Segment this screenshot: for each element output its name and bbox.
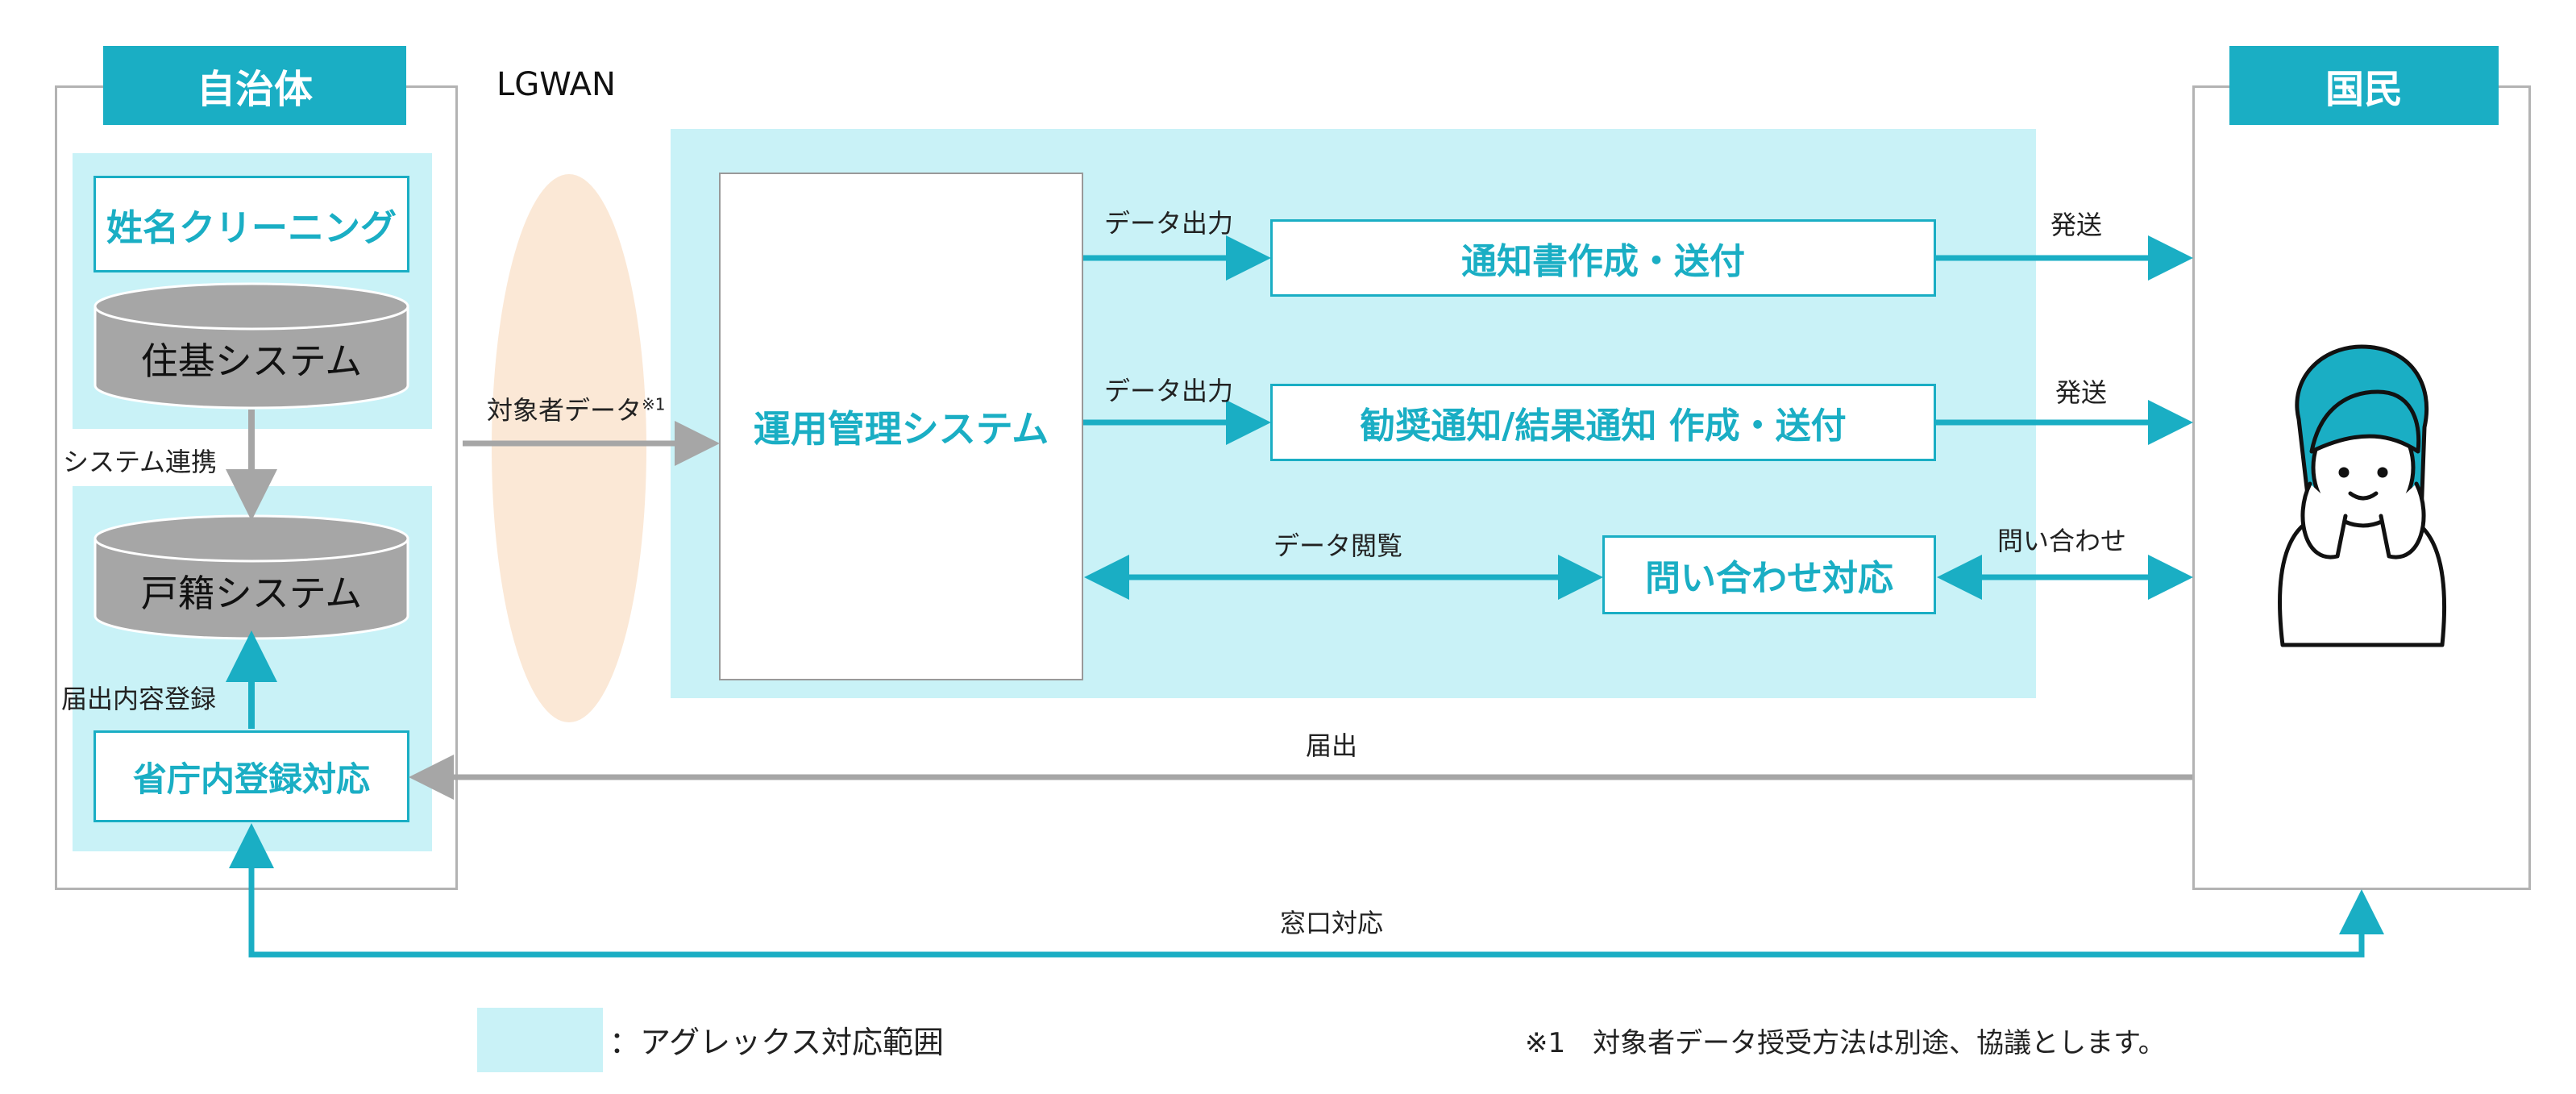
- legend-footnote: ※1 対象者データ授受方法は別途、協議とします。: [1525, 1027, 2166, 1059]
- operations-system-box: 運用管理システム: [719, 173, 1083, 680]
- notification-register-label: 届出内容登録: [61, 684, 217, 714]
- name-cleaning-box: 姓名クリーニング: [93, 176, 409, 272]
- system-link-label: システム連携: [63, 447, 218, 477]
- data-output-label-1: データ出力: [1104, 208, 1234, 239]
- resident-system-database: [93, 282, 409, 410]
- citizen-header: 国民: [2229, 46, 2499, 125]
- lgwan-ellipse: [492, 174, 646, 722]
- municipality-header: 自治体: [103, 46, 406, 125]
- counter-support-label: 窓口対応: [1280, 908, 1384, 938]
- legend-scope-label: ：アグレックス対応範囲: [609, 1025, 944, 1060]
- notice-creation-box: 通知書作成・送付: [1270, 219, 1936, 297]
- internal-registration-box: 省庁内登録対応: [93, 730, 409, 822]
- data-output-label-2: データ出力: [1104, 376, 1234, 406]
- resident-system-label: 住基システム: [140, 339, 363, 383]
- send-label-2: 発送: [2055, 377, 2108, 408]
- legend-scope-swatch: [477, 1008, 603, 1072]
- citizen-person-icon: [2278, 344, 2446, 647]
- inquiry-support-box: 問い合わせ対応: [1602, 535, 1936, 614]
- inquiry-label: 問い合わせ: [1997, 526, 2127, 556]
- notification-label: 届出: [1306, 730, 1358, 761]
- family-register-database: [93, 514, 409, 640]
- recommendation-notice-box: 勧奨通知/結果通知 作成・送付: [1270, 384, 1936, 461]
- data-view-label: データ閲覧: [1273, 530, 1403, 561]
- send-label-1: 発送: [2050, 210, 2103, 240]
- target-data-note-mark: ※1: [642, 394, 666, 414]
- target-data-label: 対象者データ※1: [487, 390, 666, 427]
- lgwan-label: LGWAN: [497, 66, 616, 103]
- family-register-system-label: 戸籍システム: [140, 572, 363, 615]
- target-data-text: 対象者データ: [487, 395, 642, 426]
